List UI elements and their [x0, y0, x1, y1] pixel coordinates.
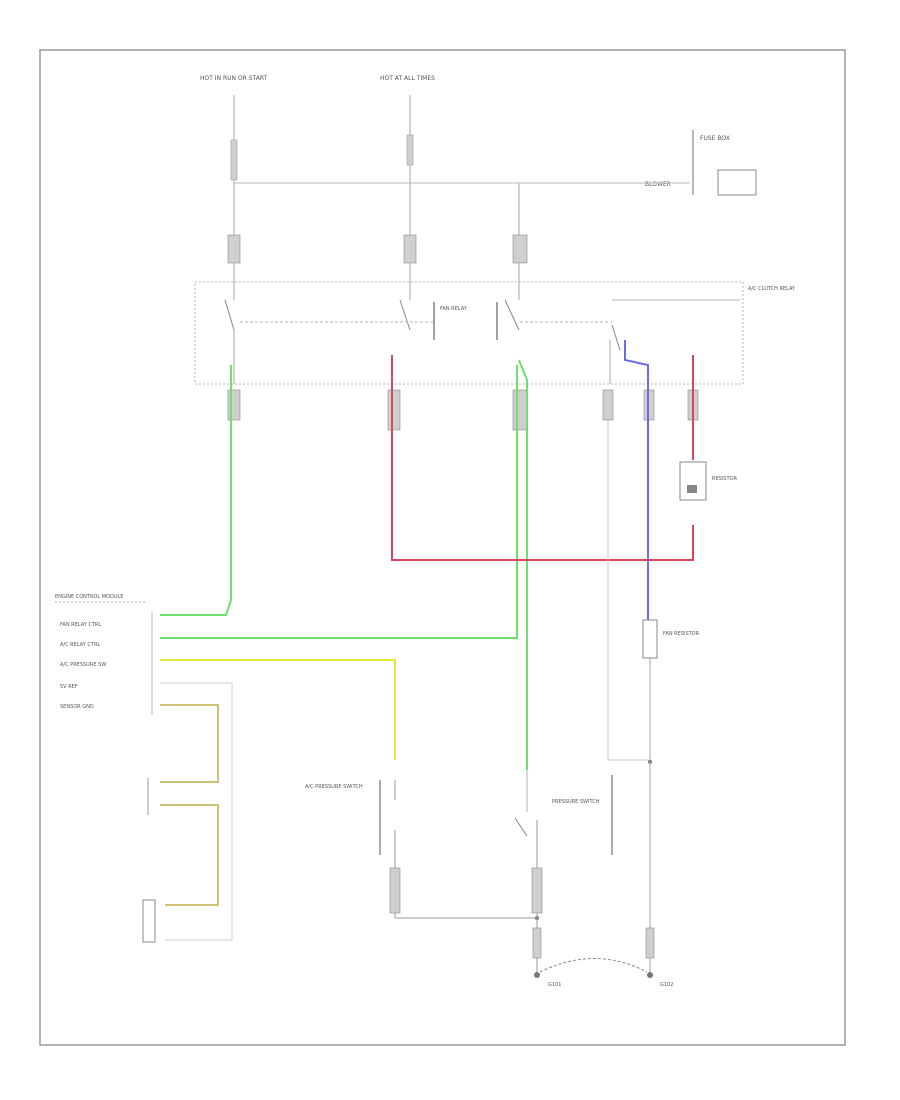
- pin-5v-ref: 5V REF: [60, 684, 78, 690]
- relay-switches: FAN RELAY A/C CLUTCH RELAY: [224, 286, 796, 351]
- resistor-label: RESISTOR: [712, 476, 737, 482]
- supply-left-text-block: [245, 88, 365, 133]
- ecm-block: ENGINE CONTROL MODULE FAN RELAY CTRL A/C…: [55, 594, 153, 715]
- ground-left-label: G101: [548, 982, 561, 988]
- pin-fan-relay-ctrl: FAN RELAY CTRL: [60, 622, 101, 628]
- relay-box: [194, 281, 744, 385]
- switch-a: A/C PRESSURE SWITCH: [305, 780, 401, 914]
- wire-tan-1: [160, 704, 219, 783]
- sensor-left-2: [142, 899, 156, 943]
- resistor: RESISTOR: [679, 461, 737, 501]
- pin-ac-relay-ctrl: A/C RELAY CTRL: [60, 642, 100, 648]
- ground-right: G102: [647, 972, 673, 988]
- connector-row-2: [227, 389, 699, 431]
- ground-left: G101: [534, 972, 561, 988]
- fan-relay-label: FAN RELAY: [440, 306, 468, 312]
- wire-red: [391, 355, 694, 561]
- ground-link: [539, 958, 648, 973]
- blower-box: [717, 169, 757, 196]
- switch-a-label: A/C PRESSURE SWITCH: [305, 784, 363, 790]
- pin-ac-pressure: A/C PRESSURE SW: [60, 662, 106, 668]
- wire-grey-sensor: [160, 682, 233, 941]
- wire-green-3: [518, 359, 528, 770]
- pin-sensor-gnd: SENSOR GND: [60, 704, 94, 710]
- ecm-header: ENGINE CONTROL MODULE: [55, 594, 123, 600]
- wire-blue: [624, 340, 649, 620]
- fuse-block: FUSE BOX BLOWER: [645, 130, 757, 196]
- switch-b-label: PRESSURE SWITCH: [552, 799, 600, 805]
- switch-b: PRESSURE SWITCH: [514, 770, 613, 914]
- wire-green-1: [160, 365, 232, 616]
- fuse-label: FUSE BOX: [700, 135, 730, 142]
- clutch-relay-label: A/C CLUTCH RELAY: [748, 286, 796, 292]
- fan-resistor-label: FAN RESISTOR: [663, 631, 700, 637]
- wire-yellow: [160, 659, 396, 760]
- wire-green-2: [160, 365, 518, 639]
- supply-left: HOT IN RUN OR START: [200, 75, 365, 181]
- fan-resistor: FAN RESISTOR: [642, 619, 700, 760]
- blower-label: BLOWER: [645, 181, 671, 188]
- connector-row-1: [227, 234, 528, 264]
- wire-tan-2: [160, 804, 219, 906]
- supply-mid-label: HOT AT ALL TIMES: [380, 75, 435, 82]
- supply-left-label: HOT IN RUN OR START: [200, 75, 268, 82]
- diagram-frame: [39, 49, 846, 1046]
- supply-mid: HOT AT ALL TIMES: [380, 75, 435, 166]
- ground-right-label: G102: [660, 982, 673, 988]
